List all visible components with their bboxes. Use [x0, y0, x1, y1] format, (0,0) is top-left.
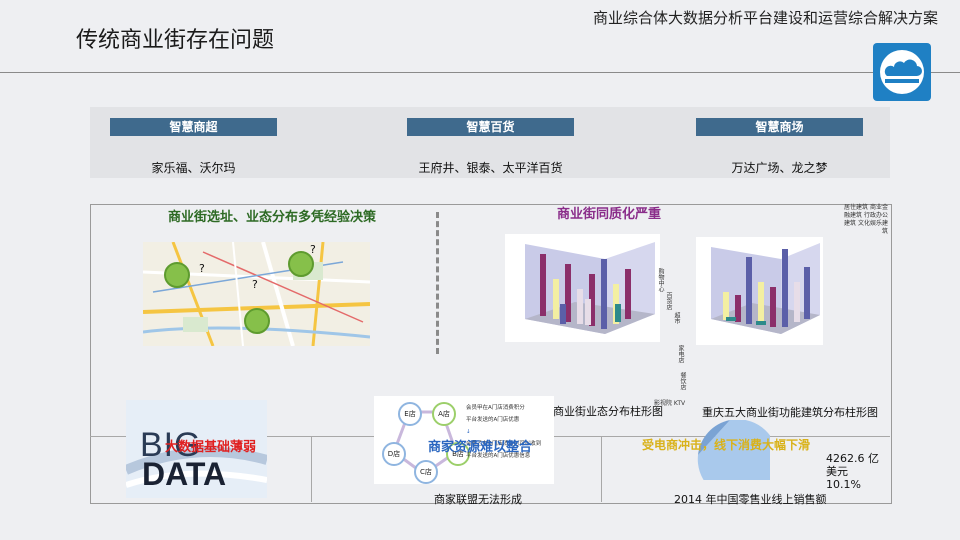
page-title: 传统商业街存在问题 [76, 28, 275, 53]
category-text-supermarket: 家乐福、沃尔玛 [151, 161, 236, 175]
question-mark-2: ? [199, 262, 205, 275]
site-selection-title: 商业街选址、业态分布多凭经验决策 [168, 210, 377, 225]
online-sales-value: 4262.6 亿美元 [826, 452, 879, 478]
panel-divider [436, 212, 439, 354]
alliance-note-2: 平台发送的A门店优惠 [466, 417, 520, 423]
business-type-bar-chart [505, 234, 660, 342]
bottom-separator-2 [601, 436, 602, 502]
store-node-c: C店 [414, 460, 438, 484]
building-legend: 居住建筑 商业金融建筑 行政办公建筑 文化娱乐建筑 [840, 204, 888, 236]
location-circle-3 [244, 308, 270, 334]
chart-side-label-3: 超市 [673, 312, 680, 324]
bottom-separator-1 [311, 436, 312, 502]
store-node-b: B店 [446, 442, 470, 466]
category-label-department-store: 智慧百货 [407, 118, 574, 136]
page-subtitle: 商业综合体大数据分析平台建设和运营综合解决方案 [592, 9, 938, 27]
building-function-bar-chart [696, 237, 823, 345]
online-sales-percent: 10.1% [826, 478, 861, 491]
building-function-chart-caption: 重庆五大商业街功能建筑分布柱形图 [702, 406, 878, 419]
big-data-word-big: BIG [140, 426, 202, 464]
homogenization-title: 商业街同质化严重 [557, 207, 662, 222]
store-node-a: A店 [432, 402, 456, 426]
alliance-arrow-icon: ↓ [466, 429, 471, 435]
category-text-mall: 万达广场、龙之梦 [731, 161, 828, 175]
chart-side-label-6: 影视院 KTV [654, 400, 686, 407]
merchant-alliance-diagram: E店 A店 D店 B店 C店 会员甲在A门店消费积分 平台发送的A门店优惠 ↓ … [374, 396, 554, 484]
cloud-logo-icon [873, 43, 931, 101]
chart-side-label-4: 家电店 [677, 345, 684, 363]
question-mark-1: ? [310, 243, 316, 256]
chart-side-label-5: 餐饮店 [679, 372, 686, 390]
building-legend-culture: 文化娱乐建筑 [857, 220, 888, 235]
online-sales-caption: 2014 年中国零售业线上销售额 [674, 493, 827, 506]
alliance-note-4: 平台发送的A门店优惠信息 [466, 453, 531, 459]
header-divider [0, 72, 960, 73]
building-legend-residential: 居住建筑 [844, 204, 869, 211]
category-text-department-store: 王府井、银泰、太平洋百货 [418, 161, 563, 175]
chart-side-label-2: 百货店 [665, 292, 672, 310]
category-label-mall: 智慧商场 [696, 118, 863, 136]
ecommerce-impact-title: 受电商冲击，线下消费大幅下滑 [642, 438, 811, 452]
category-label-supermarket: 智慧商超 [110, 118, 277, 136]
alliance-notes: 会员甲在A门店消费积分 平台发送的A门店优惠 ↓ 会员乙在B门店消费时可以收到 … [466, 402, 541, 462]
building-legend-commercial: 商业金融建筑 [844, 204, 888, 219]
alliance-note-3: 会员乙在B门店消费时可以收到 [466, 441, 542, 447]
store-node-d: D店 [382, 442, 406, 466]
online-sales-pie-chart [690, 419, 778, 500]
location-circle-1 [164, 262, 190, 288]
location-circle-2 [288, 251, 314, 277]
question-mark-3: ? [252, 278, 258, 291]
content-frame [90, 204, 892, 504]
alliance-note-1: 会员甲在A门店消费积分 [466, 405, 525, 411]
big-data-word-data: DATA [142, 456, 227, 492]
big-data-weak-title: 大数据基础薄弱 [165, 440, 257, 455]
store-node-e: E店 [398, 402, 422, 426]
chart-side-label-1: 购物中心 [657, 268, 664, 292]
building-legend-office: 行政办公建筑 [844, 212, 888, 227]
merchant-integration-title: 商家资源难以整合 [428, 440, 533, 455]
big-data-image: BIG DATA [126, 400, 267, 498]
merchant-alliance-caption: 商家联盟无法形成 [434, 493, 522, 506]
